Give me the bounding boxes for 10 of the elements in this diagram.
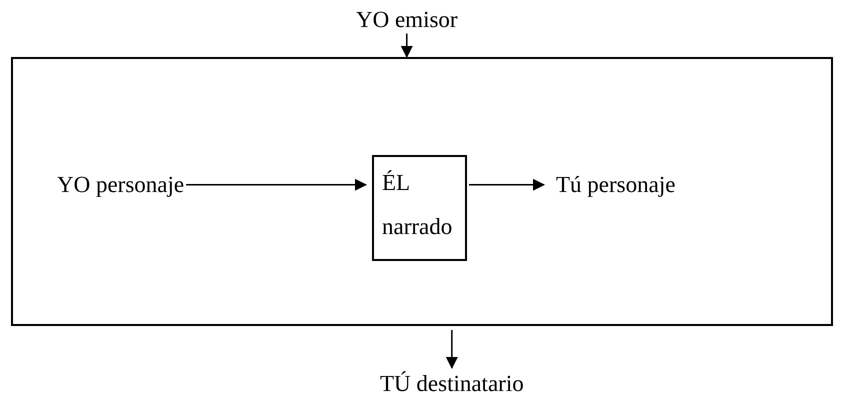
text-label: TÚ destinatario — [380, 370, 524, 398]
text-label: YO personaje — [57, 171, 184, 199]
arrow — [469, 178, 545, 191]
text-label: YO emisor — [356, 6, 458, 34]
arrow — [446, 330, 458, 369]
arrow — [186, 178, 367, 191]
narrated-box: ÉL narrado — [372, 155, 467, 261]
arrow — [400, 34, 413, 58]
text-label: Tú personaje — [556, 171, 676, 199]
frame-box — [11, 57, 833, 326]
